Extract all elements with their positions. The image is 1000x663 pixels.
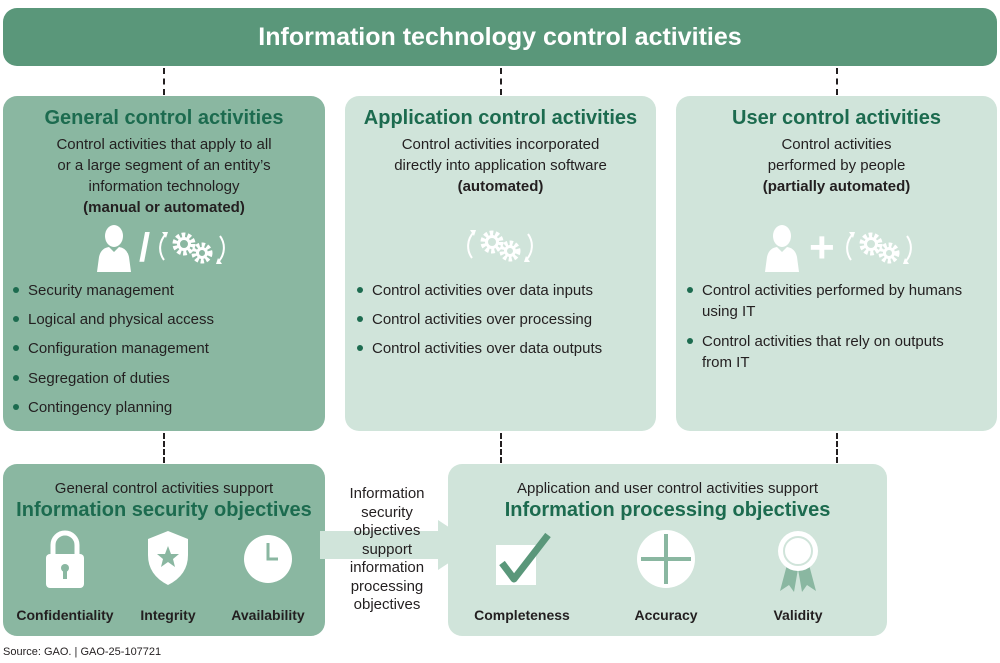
connector-application-processing [500, 433, 502, 463]
security-objectives-title: Information security objectives [16, 499, 312, 521]
objective-label-availability: Availability [231, 607, 305, 623]
list-item: Security management [12, 280, 214, 309]
processing-support-text: Application and user control activities … [517, 480, 818, 497]
objective-label-completeness: Completeness [474, 607, 570, 623]
connector-user-processing [836, 433, 838, 463]
clock-icon [244, 535, 292, 583]
padlock-icon [46, 530, 84, 588]
list-item: Logical and physical access [12, 309, 214, 338]
general-controls-title: General control activities [44, 107, 284, 129]
slash-separator: / [139, 226, 151, 270]
application-controls-mode: (automated) [457, 178, 544, 195]
arrow-text: Information security objectives support … [349, 485, 425, 613]
person-icon [97, 225, 131, 272]
connector-banner-application [500, 68, 502, 95]
general-controls-panel: General control activities Control activ… [3, 96, 325, 431]
list-item: Contingency planning [12, 397, 214, 426]
user-controls-description: Control activities performed by people (… [676, 134, 997, 197]
connector-banner-user [836, 68, 838, 95]
list-item: Control activities over data outputs [356, 338, 602, 367]
general-icons: / [95, 224, 228, 272]
list-item: Control activities over data inputs [356, 280, 602, 309]
user-icons: + [763, 224, 915, 272]
list-item: Control activities over processing [356, 309, 602, 338]
crosshair-icon [637, 530, 695, 588]
application-controls-list: Control activities over data inputs Cont… [356, 280, 602, 368]
gears-icon [159, 232, 225, 264]
objective-label-validity: Validity [773, 607, 823, 623]
list-item: Segregation of duties [12, 368, 214, 397]
general-controls-list: Security management Logical and physical… [12, 280, 214, 426]
processing-objectives-panel: Application and user control activities … [448, 464, 887, 636]
security-support-text: General control activities support [54, 480, 274, 497]
user-controls-list: Control activities performed by humans u… [686, 280, 962, 382]
connector-banner-general [163, 68, 165, 95]
gears-icon [467, 230, 533, 262]
person-icon [765, 225, 799, 272]
plus-separator: + [809, 223, 835, 272]
objective-label-integrity: Integrity [140, 607, 196, 623]
user-controls-mode: (partially automated) [762, 178, 911, 195]
list-item: Control activities performed by humans u… [686, 280, 962, 322]
checkbox-icon [496, 532, 551, 585]
application-controls-title: Application control activities [363, 107, 638, 129]
ribbon-icon [778, 531, 818, 592]
application-controls-panel: Application control activities Control a… [345, 96, 656, 431]
connector-general-security [163, 433, 165, 463]
processing-objectives-title: Information processing objectives [504, 499, 831, 521]
gears-icon [845, 232, 912, 264]
shield-star-icon [148, 531, 188, 585]
source-note: Source: GAO. | GAO-25-107721 [3, 646, 162, 658]
objective-label-accuracy: Accuracy [634, 607, 698, 623]
user-controls-panel: User control activities Control activiti… [676, 96, 997, 431]
general-controls-mode: (manual or automated) [83, 199, 245, 216]
user-controls-title: User control activities [732, 107, 941, 129]
list-item: Configuration management [12, 338, 214, 367]
security-objectives-panel: General control activities support Infor… [3, 464, 325, 636]
banner-title: Information technology control activitie… [3, 8, 997, 66]
objective-label-confidentiality: Confidentiality [16, 607, 114, 623]
application-icons [464, 224, 536, 268]
support-arrow [320, 520, 476, 570]
application-controls-description: Control activities incorporated directly… [345, 134, 656, 197]
general-controls-description: Control activities that apply to all or … [3, 134, 325, 218]
list-item: Control activities that rely on outputs … [686, 331, 962, 373]
